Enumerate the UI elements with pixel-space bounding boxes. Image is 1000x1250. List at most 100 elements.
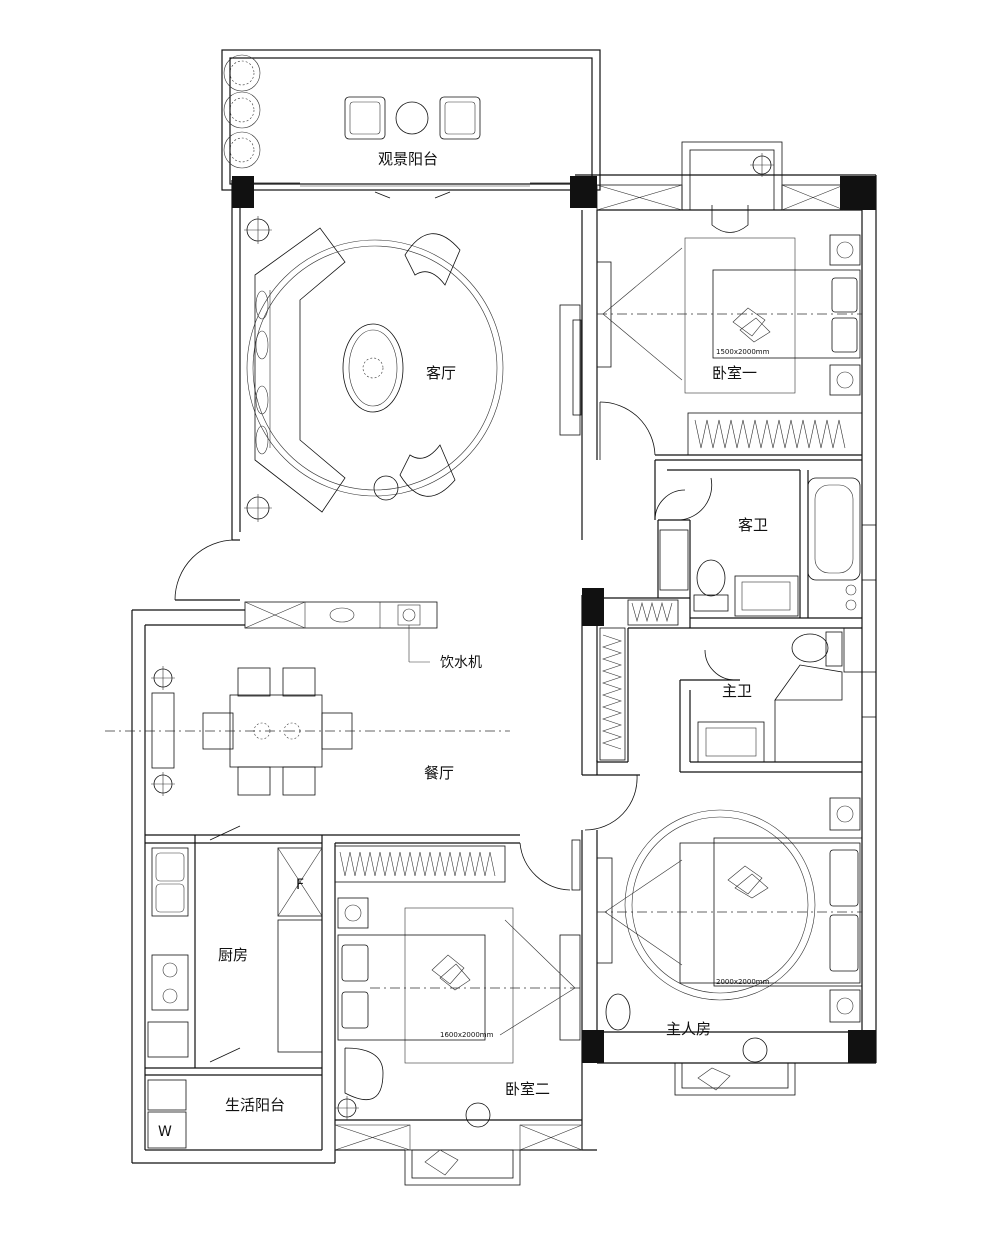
living-room-furniture [244, 216, 582, 522]
armchair-icon [399, 233, 461, 497]
sofa-icon [254, 227, 346, 513]
coffee-table-icon [342, 323, 404, 413]
sink-icon [734, 575, 799, 617]
rug [624, 809, 816, 1001]
cabinet [151, 692, 175, 769]
door-swing-icon [679, 477, 713, 521]
stove-icon [151, 954, 189, 1011]
column-icon [582, 1030, 604, 1063]
fridge [277, 847, 323, 917]
rug [684, 237, 796, 394]
dining-room-label: 餐厅 [424, 764, 454, 782]
master-bed-dimension: 2000x2000mm [716, 978, 770, 986]
bedroom-1-label: 卧室一 [712, 364, 757, 382]
sink-icon [151, 847, 189, 917]
bed-2-dimension: 1600x2000mm [440, 1031, 494, 1039]
bedroom-2-furniture [334, 839, 583, 1176]
balcony-furniture [223, 54, 570, 199]
nightstand-icon [829, 234, 861, 396]
balcony-view-label: 观景阳台 [378, 150, 438, 168]
lamp-icon [244, 216, 272, 522]
bed-1-dimension: 1500x2000mm [716, 348, 770, 356]
fridge-label: F [296, 877, 304, 893]
wardrobe-icon [687, 412, 863, 456]
bed-icon [679, 842, 861, 984]
pillow-icon [431, 954, 471, 991]
lamp-icon [750, 153, 774, 177]
lamp-icon [335, 1096, 359, 1120]
pillow-icon [341, 944, 369, 982]
pillow-icon [697, 1067, 731, 1091]
utility-balcony-fixtures: W [147, 1079, 187, 1149]
wardrobe-icon [599, 627, 626, 761]
closet-corridor [599, 599, 679, 761]
washer [147, 1111, 187, 1149]
chair-icon [344, 1047, 384, 1101]
pillow-icon [341, 991, 369, 1029]
mirror [605, 993, 631, 1031]
balcony-inner-outline [229, 57, 593, 185]
dining-furniture [105, 601, 638, 831]
pillow-icon [732, 307, 771, 343]
cabinet [147, 1021, 189, 1058]
bathtub-icon [807, 477, 861, 581]
pillow-icon [829, 849, 859, 907]
kitchen-label: 厨房 [218, 946, 248, 964]
kitchen-fixtures: F [147, 825, 323, 1063]
nightstand-icon [337, 897, 369, 929]
water-dispenser-label: 饮水机 [440, 655, 482, 671]
pillow-icon [727, 865, 769, 899]
rug [404, 907, 514, 1064]
structural-columns [232, 176, 876, 1063]
armchair-icon [439, 96, 481, 140]
pillow-icon [829, 914, 859, 972]
armchair-icon [344, 96, 386, 140]
column-icon [570, 176, 597, 208]
door-swing-icon [704, 649, 736, 681]
tv-cabinet [596, 857, 613, 964]
washer-label: W [158, 1124, 172, 1140]
guest-bath-fixtures [654, 477, 861, 617]
door-swing-icon [654, 489, 686, 521]
sink-icon [147, 1079, 187, 1111]
pillow-icon [424, 1149, 459, 1176]
door-swing-icon [519, 842, 571, 891]
bedroom-1-furniture [596, 153, 863, 460]
tv-cabinet [596, 261, 612, 368]
utility-balcony-label: 生活阳台 [225, 1096, 285, 1114]
side-table [373, 475, 399, 501]
wardrobe-icon [334, 845, 506, 883]
living-room-label: 客厅 [426, 364, 456, 382]
chair-icon [711, 205, 749, 233]
master-bath-fixtures [697, 627, 863, 763]
lamp-icon [151, 666, 175, 796]
door-swing-icon [174, 539, 236, 601]
sideboard [244, 601, 438, 629]
door-swing-icon [599, 401, 656, 456]
exterior-walls [131, 49, 877, 1186]
window-icon [519, 1124, 583, 1151]
pillow-icon [831, 317, 858, 353]
toilet-icon [693, 559, 729, 612]
bedroom-2-label: 卧室二 [505, 1080, 550, 1098]
column-icon [840, 176, 876, 210]
toilet-icon [791, 631, 843, 667]
rug [246, 239, 504, 497]
pillow-icon [831, 277, 858, 313]
side-table [742, 1037, 768, 1063]
window-icon [334, 1124, 411, 1151]
bathtub-icon [697, 721, 765, 763]
shower [774, 664, 843, 701]
door-swing-icon [584, 774, 638, 831]
coffee-table-icon [395, 101, 429, 135]
master-bath-label: 主卫 [722, 682, 752, 700]
side-table [465, 1102, 491, 1128]
master-bedroom-furniture [596, 797, 863, 1091]
cabinet [843, 627, 863, 673]
balcony-outline [221, 49, 601, 191]
guest-bath-label: 客卫 [738, 516, 768, 534]
plant-icon [223, 54, 261, 169]
tv-cabinet [559, 934, 581, 1041]
